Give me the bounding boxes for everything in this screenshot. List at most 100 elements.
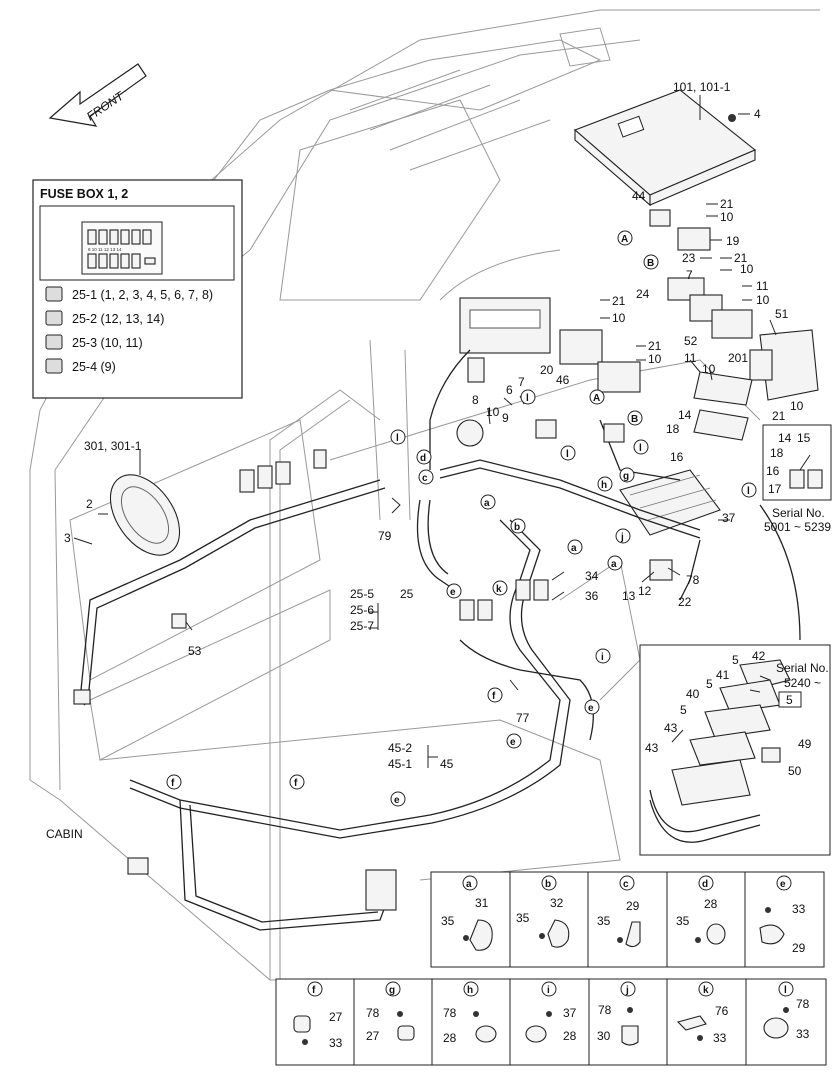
callout-46: 46	[556, 373, 570, 387]
components	[109, 89, 819, 556]
callout-41: 41	[716, 668, 730, 682]
callout-18b: 18	[770, 446, 784, 460]
callout-77: 77	[516, 711, 530, 725]
ref-f2: f	[166, 774, 182, 790]
svg-text:l: l	[639, 443, 642, 454]
detail-l: l 78 33	[763, 981, 810, 1041]
svg-text:g: g	[623, 471, 629, 482]
callout-51: 51	[775, 307, 789, 321]
inset-serial-5001	[762, 424, 832, 501]
ref-A1: A	[617, 230, 633, 246]
svg-text:a: a	[484, 498, 490, 509]
svg-text:32: 32	[550, 896, 564, 910]
serial-b-range: 5240 ~	[784, 676, 821, 690]
svg-text:e: e	[780, 879, 786, 890]
callout-16a: 16	[670, 450, 684, 464]
callout-10d: 10	[612, 311, 626, 325]
svg-text:A: A	[621, 234, 628, 245]
svg-text:f: f	[312, 985, 316, 996]
callout-78: 78	[686, 573, 700, 587]
fuse-slots-bottom	[87, 253, 156, 269]
callout-45: 45	[440, 757, 454, 771]
callout-21c: 21	[612, 294, 626, 308]
callout-301: 301, 301-1	[84, 439, 142, 453]
svg-text:h: h	[467, 985, 473, 996]
callout-10a: 10	[720, 210, 734, 224]
callout-14a: 14	[678, 408, 692, 422]
callout-21e: 21	[772, 409, 786, 423]
svg-text:l: l	[784, 985, 787, 996]
callout-16b: 16	[766, 464, 780, 478]
callout-2: 2	[86, 497, 93, 511]
callout-numbers: 101, 101-1 4 44 21 10 19 23 21 10 7 11 1…	[64, 80, 831, 778]
callout-36: 36	[585, 589, 599, 603]
ref-e1: e	[446, 583, 462, 599]
svg-text:c: c	[623, 879, 629, 890]
svg-text:78: 78	[598, 1003, 612, 1017]
svg-text:b: b	[514, 522, 520, 533]
callout-18a: 18	[666, 422, 680, 436]
callout-50: 50	[788, 764, 802, 778]
callout-19: 19	[726, 234, 740, 248]
ref-l3: l	[560, 445, 576, 461]
ref-i: i	[595, 648, 611, 664]
callout-52: 52	[684, 334, 698, 348]
callout-43b: 43	[645, 741, 659, 755]
callout-22: 22	[678, 595, 692, 609]
ref-a1: a	[480, 494, 496, 510]
callout-10h: 10	[486, 405, 500, 419]
svg-text:28: 28	[563, 1029, 577, 1043]
fuse-label-2: 25-2 (12, 13, 14)	[72, 312, 164, 326]
ref-f3: f	[289, 774, 305, 790]
svg-text:e: e	[394, 795, 400, 806]
detail-f: f 27 33	[293, 981, 343, 1050]
front-arrow: FRONT	[48, 63, 147, 127]
callout-23: 23	[682, 251, 696, 265]
svg-text:i: i	[547, 985, 550, 996]
svg-text:76: 76	[715, 1004, 729, 1018]
callout-10f: 10	[702, 362, 716, 376]
svg-text:35: 35	[516, 911, 530, 925]
svg-text:l: l	[747, 486, 750, 497]
svg-text:78: 78	[443, 1006, 457, 1020]
callout-21a: 21	[720, 197, 734, 211]
callout-6: 6	[506, 383, 513, 397]
callout-7a: 7	[686, 268, 693, 282]
callout-45-2: 45-2	[388, 741, 412, 755]
svg-text:33: 33	[713, 1031, 727, 1045]
callout-12: 12	[638, 584, 652, 598]
ref-a2: a	[567, 539, 583, 555]
svg-text:28: 28	[704, 897, 718, 911]
detail-b: b 35 32	[516, 875, 570, 948]
fuse-label-3: 25-3 (10, 11)	[72, 336, 143, 350]
callout-17: 17	[768, 482, 782, 496]
svg-text:78: 78	[366, 1006, 380, 1020]
svg-text:35: 35	[441, 914, 455, 928]
ref-l5: l	[741, 482, 757, 498]
reference-letters: A B A B l l l l l d c a h g b a j a e k …	[166, 230, 757, 807]
svg-text:B: B	[631, 414, 638, 425]
svg-text:f: f	[492, 691, 496, 702]
svg-text:28: 28	[443, 1031, 457, 1045]
svg-text:29: 29	[792, 941, 806, 955]
svg-text:a: a	[466, 879, 472, 890]
detail-a: a 35 31	[441, 875, 493, 951]
ref-B1: B	[643, 254, 659, 270]
detail-h: h 78 28	[443, 981, 497, 1045]
serial-b-box: 5	[786, 693, 793, 707]
callout-13: 13	[622, 589, 636, 603]
cabin-structure	[29, 9, 820, 981]
callout-25-5: 25-5	[350, 587, 374, 601]
ref-e3: e	[506, 733, 522, 749]
svg-text:29: 29	[626, 899, 640, 913]
fuse-slots-top	[87, 229, 152, 245]
ref-A2: A	[589, 389, 605, 405]
detail-c: c 35 29	[597, 875, 641, 948]
callout-8: 8	[472, 393, 479, 407]
svg-text:l: l	[526, 393, 529, 404]
callout-34: 34	[585, 569, 599, 583]
svg-text:27: 27	[366, 1029, 380, 1043]
serial-a-label: Serial No.	[772, 506, 825, 520]
svg-text:k: k	[496, 584, 502, 595]
leader-lines	[73, 95, 777, 768]
